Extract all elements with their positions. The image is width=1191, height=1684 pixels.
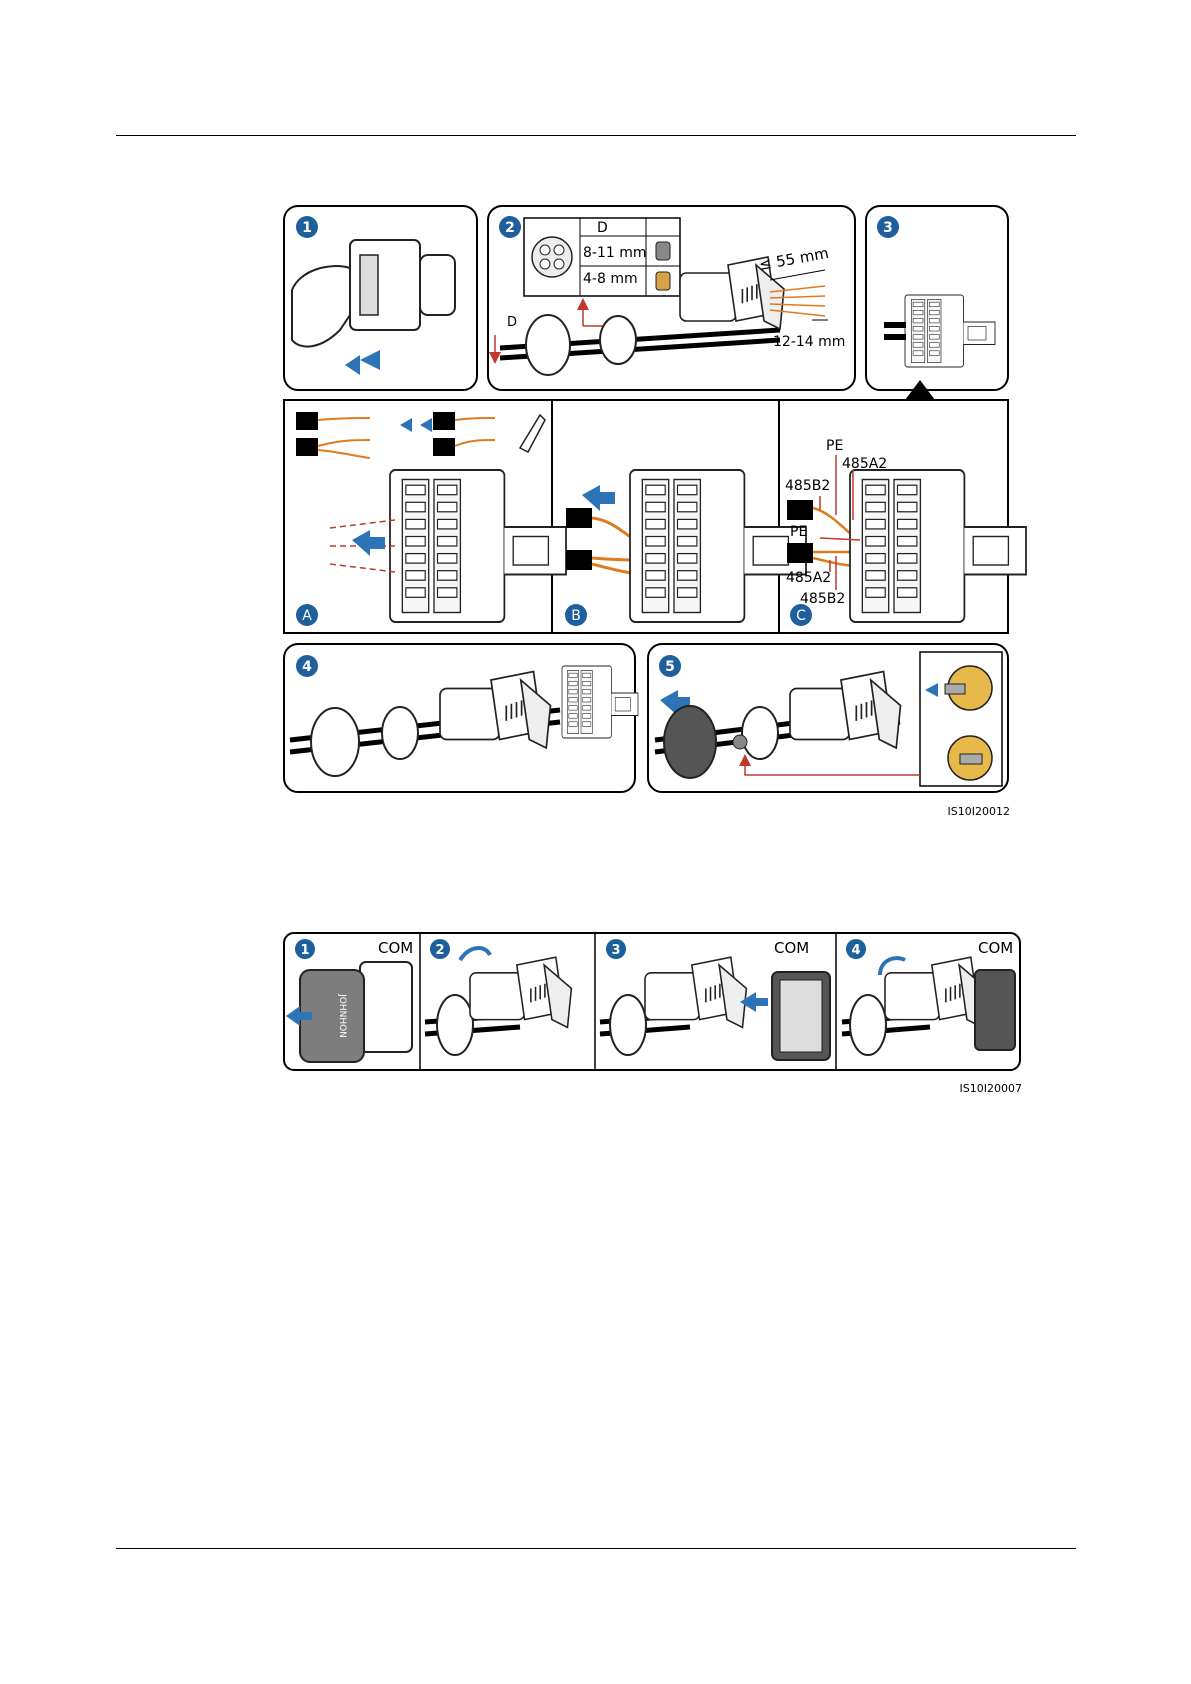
substep-letter: A — [302, 608, 312, 624]
step-number: 2 — [505, 220, 515, 236]
table-row: 4-8 mm — [583, 271, 638, 287]
substep-letter: B — [571, 608, 581, 624]
wire-label: PE — [826, 438, 843, 454]
locking-nut — [526, 315, 570, 375]
table-row: 8-11 mm — [583, 245, 647, 261]
step-number: 1 — [302, 220, 312, 236]
plug-gray-icon — [656, 242, 670, 260]
plug-icon — [733, 735, 747, 749]
figure-id: IS10I20012 — [948, 805, 1010, 818]
cap-brand: JOHNHON — [337, 993, 347, 1038]
table-header: D — [597, 220, 608, 236]
step-number: 4 — [302, 659, 312, 675]
step-number: 3 — [611, 943, 620, 958]
wire-label: 485B2 — [800, 591, 845, 607]
step1-panel: 1 — [284, 206, 477, 390]
step2-panel: 2 D 8-11 mm 4-8 mm D ≤ 55 mm 12- — [488, 206, 855, 390]
step3-panel: 3 — [866, 206, 1008, 400]
step4-panel: 4 — [284, 644, 638, 792]
seal-ring — [600, 316, 636, 364]
substep-letter: C — [796, 608, 806, 624]
port-label: COM — [774, 939, 809, 957]
seal-ring — [382, 707, 418, 759]
step-number: 3 — [883, 220, 893, 236]
step-number: 4 — [851, 943, 860, 958]
substeps-panel: A B — [284, 400, 1026, 633]
figure-id: IS10I20007 — [960, 1082, 1022, 1095]
step-number: 5 — [665, 659, 675, 675]
step-number: 1 — [300, 943, 309, 958]
strip-short-label: 12-14 mm — [773, 334, 845, 350]
wire-label: 485A2 — [786, 570, 831, 586]
locking-nut — [664, 706, 716, 778]
seal-icon — [532, 237, 572, 277]
wire-label: 485A2 — [842, 456, 887, 472]
wire-label: 485B2 — [785, 478, 830, 494]
figure2: 1 COM JOHNHON 2 3 COM — [284, 933, 1020, 1070]
d-dimension-label: D — [507, 315, 517, 330]
plug-yellow-icon — [656, 272, 670, 290]
port-label: COM — [978, 939, 1013, 957]
step-number: 2 — [435, 943, 444, 958]
locking-nut — [311, 708, 359, 776]
seal-ring — [742, 707, 778, 759]
step5-panel: 5 — [648, 644, 1008, 792]
port-label: COM — [378, 939, 413, 957]
com-port — [975, 970, 1015, 1050]
wire-label: PE — [790, 524, 807, 540]
